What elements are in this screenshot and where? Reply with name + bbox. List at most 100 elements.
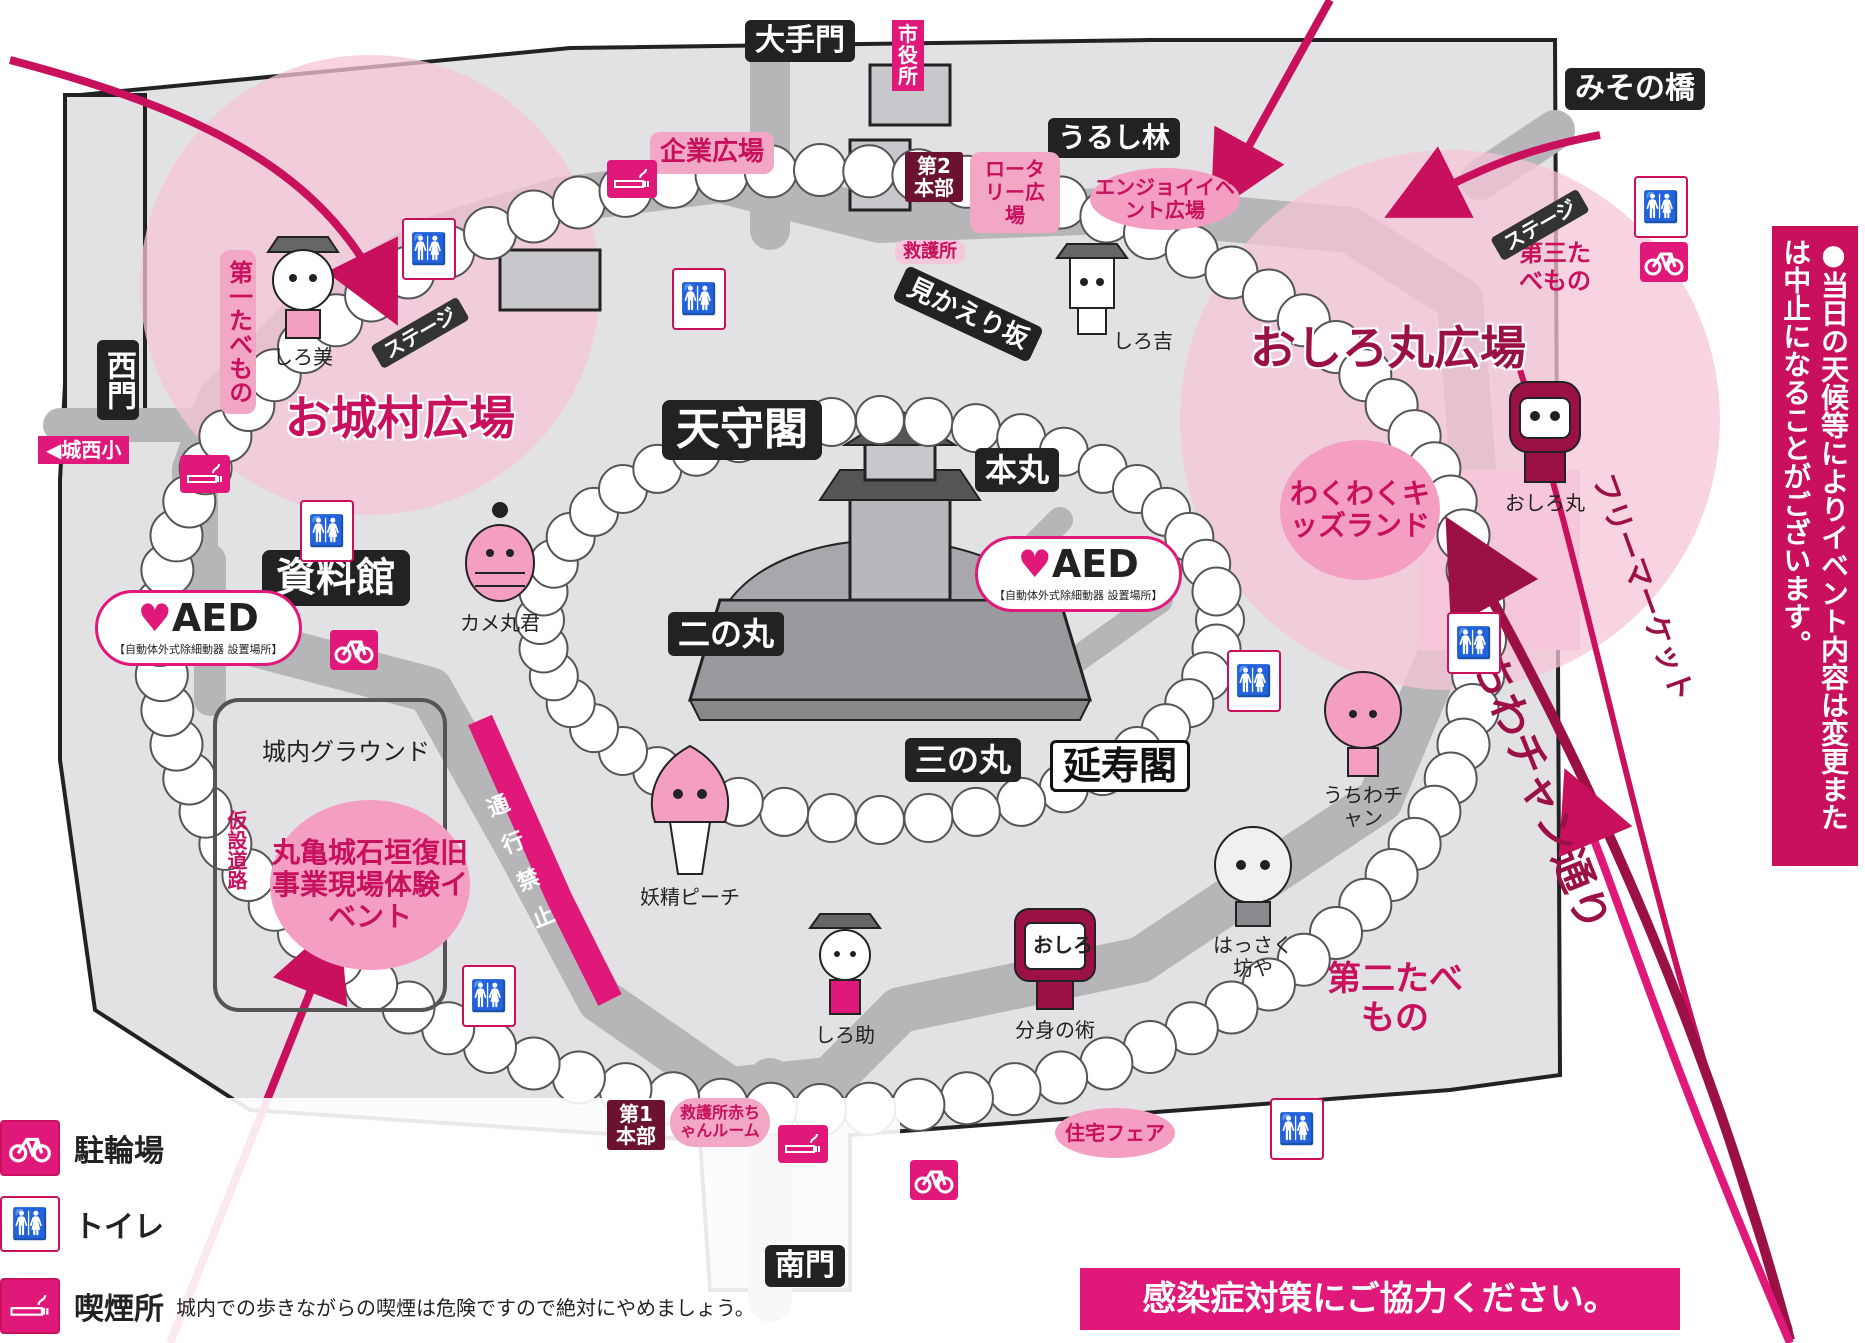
urushi-label: うるし林 bbox=[1048, 118, 1181, 158]
cherry-tree-icon bbox=[806, 793, 857, 843]
toilet-icon: 🚻 bbox=[300, 500, 354, 562]
cherry-tree-icon bbox=[842, 144, 897, 199]
aed-heart-icon: ♥ bbox=[1017, 542, 1052, 586]
oshiromaru-plaza-label: おしろ丸広場 bbox=[1250, 321, 1526, 375]
toilet-icon: 🚻 bbox=[1270, 1098, 1324, 1160]
honmaru-label: 本丸 bbox=[975, 448, 1060, 492]
jutaku-fair-label: 住宅フェア bbox=[1055, 1108, 1175, 1158]
kyugo-north-label: 救護所 bbox=[895, 240, 965, 264]
mascot-shiromi-name: しろ美 bbox=[273, 345, 333, 369]
cherry-tree-icon bbox=[1191, 566, 1242, 617]
cherry-tree-icon bbox=[855, 795, 905, 845]
smoking-icon bbox=[778, 1125, 828, 1163]
cherry-tree-icon bbox=[759, 786, 810, 837]
enjoy-event-plaza-label: エンジョイイベント広場 bbox=[1090, 168, 1240, 230]
mascot-hassaku-name: はっさく坊や bbox=[1213, 933, 1293, 980]
mascot-shirokichi bbox=[1052, 240, 1132, 344]
weather-notice: ●当日の天候等によりイベント内容は変更または中止になることがございます。 bbox=[1772, 226, 1858, 866]
bicycle-icon bbox=[330, 630, 378, 670]
kyugo-baby-room-label: 救護所赤ちゃんルーム bbox=[670, 1098, 770, 1147]
toilet-icon: 🚻 bbox=[672, 268, 726, 330]
cherry-tree-icon bbox=[551, 175, 606, 230]
arrow-uchiwa-dori bbox=[1445, 516, 1795, 1342]
mascot-yosei-peach: 妖精ピーチ bbox=[640, 742, 740, 909]
cherry-tree-icon bbox=[1034, 1050, 1089, 1105]
smoking-icon bbox=[180, 455, 230, 493]
toilet-icon: 🚻 bbox=[1447, 612, 1501, 674]
mascot-shirosuke-name: しろ助 bbox=[815, 1023, 875, 1047]
tabemono1-label: 第一たべもの bbox=[220, 250, 256, 414]
mascot-shirokichi-name: しろ吉 bbox=[1113, 329, 1173, 353]
cherry-tree-icon bbox=[903, 793, 954, 843]
toilet-icon: 🚻 bbox=[462, 965, 516, 1027]
rotary-plaza-label: ロータリー広場 bbox=[970, 152, 1060, 233]
ground-label: 城内グラウンド bbox=[262, 738, 430, 766]
legend-smoke: 喫煙所 城内での歩きながらの喫煙は危険ですので絶対にやめましょう。 bbox=[0, 1278, 755, 1334]
cherry-tree-icon bbox=[987, 1062, 1042, 1117]
mascot-kamemaru: カメ丸君 bbox=[460, 498, 540, 635]
mascot-yosei-name: 妖精ピーチ bbox=[640, 885, 740, 909]
no-traffic-road bbox=[468, 714, 622, 1006]
cherry-tree-icon bbox=[1079, 1036, 1134, 1091]
bicycle-icon bbox=[910, 1160, 958, 1200]
toilet-icon: 🚻 bbox=[0, 1196, 60, 1252]
mascot-bunshin-name: 分身の術 bbox=[1015, 1018, 1095, 1042]
mascot-oshiromaru: おしろ丸 bbox=[1500, 378, 1590, 515]
tabemono3-label: 第三たべもの bbox=[1519, 239, 1591, 295]
mascot-oshiromaru-name: おしろ丸 bbox=[1505, 491, 1585, 515]
legend-toilet: 🚻 トイレ bbox=[0, 1196, 164, 1252]
arrow-nw bbox=[8, 56, 398, 326]
oshiro-badge-text: おしろ bbox=[1033, 933, 1093, 957]
left-arrow-icon: ◀ bbox=[46, 438, 62, 462]
kasetsu-label: 仮設道路 bbox=[224, 810, 248, 890]
mascot-shirosuke: しろ助 bbox=[805, 910, 885, 1047]
honbu1-label: 第1本部 bbox=[607, 1100, 665, 1150]
gate-minami-label: 南門 bbox=[765, 1245, 845, 1287]
bicycle-icon bbox=[0, 1120, 60, 1176]
legend-smoke-label: 喫煙所 bbox=[74, 1292, 164, 1327]
cherry-tree-icon bbox=[551, 1050, 606, 1105]
cherry-tree-icon bbox=[903, 397, 954, 447]
cherry-tree-icon bbox=[950, 403, 1001, 454]
honbu2-label: 第2本部 bbox=[905, 152, 963, 202]
cherry-tree-icon bbox=[793, 143, 847, 197]
aed-heart-icon: ♥ bbox=[137, 596, 172, 640]
tabemono2-label: 第二たべもの bbox=[1327, 959, 1463, 1039]
kigyo-plaza-label: 企業広場 bbox=[650, 132, 775, 174]
infection-notice: 感染症対策にご協力ください。 bbox=[1080, 1268, 1680, 1330]
cherry-tree-icon bbox=[950, 786, 1001, 837]
legend-bike-label: 駐輪場 bbox=[74, 1134, 164, 1169]
mascot-shiromi: しろ美 bbox=[258, 232, 348, 369]
mascot-uchiwa: うちわチャン bbox=[1318, 670, 1408, 830]
gate-misono-label: みその橋 bbox=[1565, 68, 1705, 110]
city-hall-direction-label: 市役所 bbox=[892, 20, 924, 91]
gate-nishi-label: 西門 bbox=[97, 340, 139, 420]
mascot-hassaku: はっさく坊や bbox=[1208, 820, 1298, 980]
arrow-east bbox=[1384, 131, 1601, 218]
cherry-tree-icon bbox=[855, 395, 905, 445]
legend-smoke-note: 城内での歩きながらの喫煙は危険ですので絶対にやめましょう。 bbox=[176, 1295, 755, 1320]
tenshukaku-label: 天守閣 bbox=[662, 400, 822, 460]
toilet-icon: 🚻 bbox=[402, 218, 456, 280]
gate-ote-label: 大手門 bbox=[745, 20, 855, 62]
legend-bike: 駐輪場 bbox=[0, 1120, 164, 1176]
ninomaru-label: 二の丸 bbox=[668, 612, 785, 656]
smoking-icon bbox=[607, 160, 657, 198]
mascot-bunshin: おしろ 分身の術 bbox=[1005, 905, 1105, 1042]
arrow-south bbox=[1558, 768, 1794, 1343]
west-gate-building bbox=[498, 248, 602, 312]
cherry-tree-icon bbox=[939, 1071, 994, 1126]
toilet-icon: 🚻 bbox=[1227, 650, 1281, 712]
cherry-tree-icon bbox=[506, 189, 561, 244]
smoking-icon bbox=[0, 1278, 60, 1334]
sannomaru-label: 三の丸 bbox=[905, 738, 1022, 782]
wakuwaku-kids-land-label: わくわくキッズランド bbox=[1280, 440, 1440, 580]
bicycle-icon bbox=[1640, 242, 1688, 282]
enjukaku-label: 延寿閣 bbox=[1050, 740, 1191, 792]
toilet-icon: 🚻 bbox=[1634, 176, 1688, 238]
aed-honmaru: ♥AED 【自動体外式除細動器 設置場所】 bbox=[975, 536, 1182, 612]
mascot-uchiwa-name: うちわチャン bbox=[1323, 783, 1403, 830]
mascot-kamemaru-name: カメ丸君 bbox=[460, 611, 540, 635]
oshiromura-plaza-label: お城村広場 bbox=[285, 391, 515, 445]
